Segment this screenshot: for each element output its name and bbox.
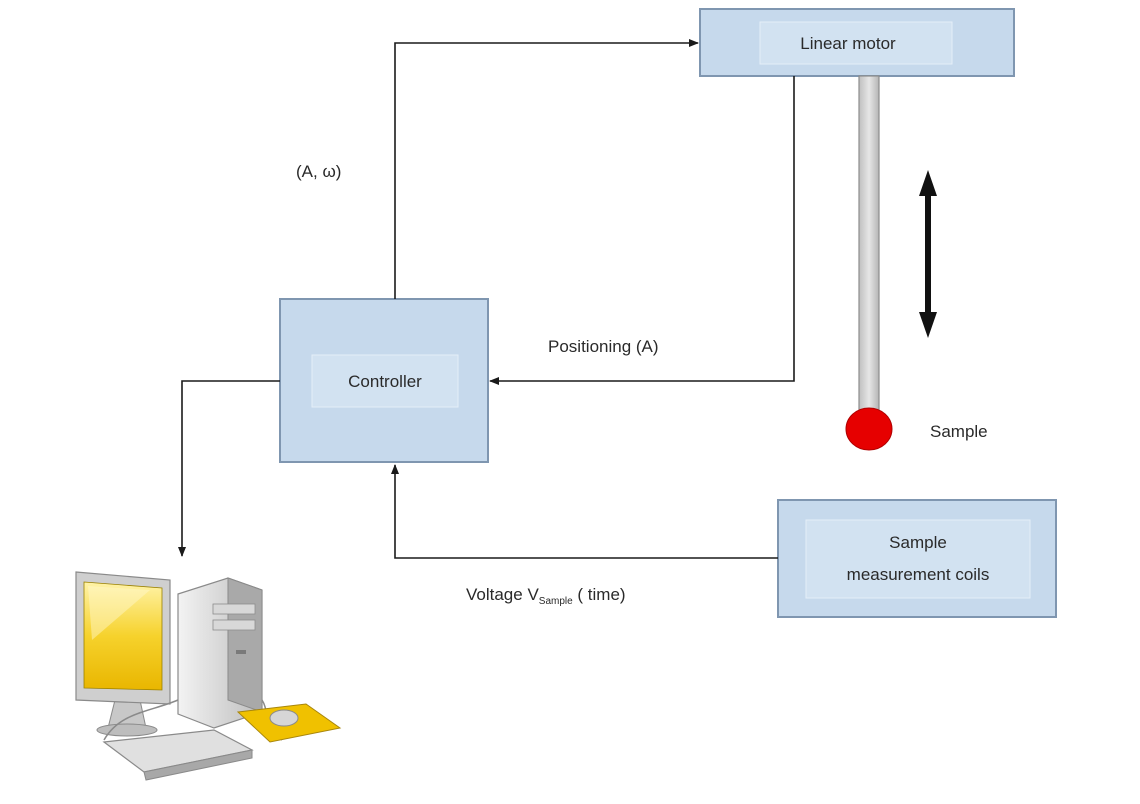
controller-label: Controller [348, 372, 422, 391]
positioning-label: Positioning (A) [548, 337, 659, 356]
voltage-label-prefix: Voltage V [466, 585, 539, 604]
measurement-coils-block: Sample measurement coils [777, 499, 1057, 618]
voltage-label: Voltage VSample ( time) [466, 585, 626, 607]
sample-label: Sample [930, 422, 988, 441]
controller-block: Controller [279, 298, 489, 463]
coils-label-line2: measurement coils [847, 565, 990, 584]
voltage-label-subscript: Sample [539, 596, 573, 607]
voltage-label-suffix: ( time) [573, 585, 626, 604]
connector-controller-to-computer [178, 380, 280, 557]
up-down-arrow-icon [919, 170, 937, 338]
linear-motor-block: Linear motor [699, 8, 1015, 77]
computer-icon [75, 571, 342, 781]
sample-ball [845, 407, 893, 451]
amplitude-frequency-label: (A, ω) [296, 162, 341, 181]
connector-motor-to-controller [489, 76, 795, 385]
linear-motor-label: Linear motor [800, 34, 896, 53]
sample-rod [858, 75, 880, 413]
connector-controller-to-motor [394, 39, 699, 299]
connector-coils-to-controller [391, 464, 778, 559]
coils-label-line1: Sample [889, 533, 947, 552]
